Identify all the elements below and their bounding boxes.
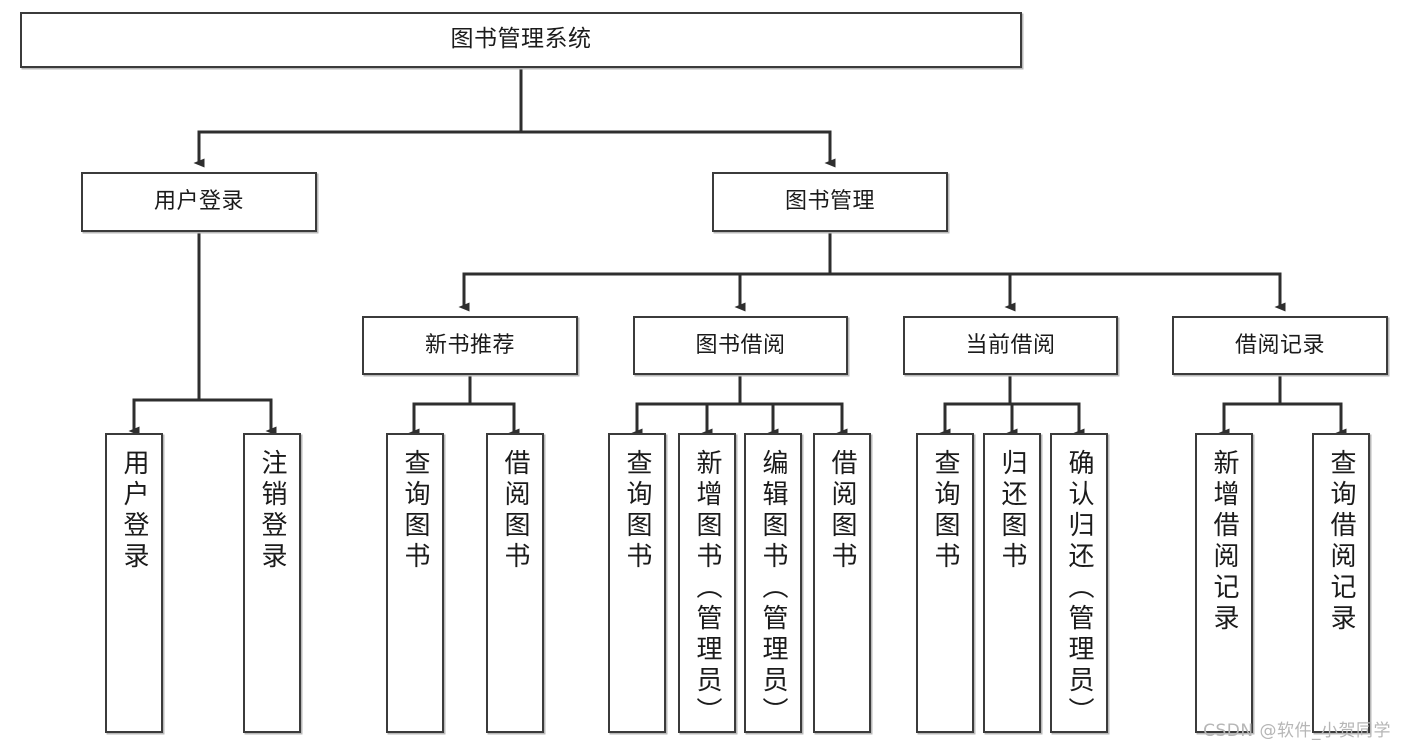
node-current-borrow-label: 当前借阅 — [965, 332, 1056, 358]
leaf-add-record[interactable]: 新增借阅记录 — [1195, 433, 1253, 733]
node-borrow-record[interactable]: 借阅记录 — [1172, 316, 1388, 375]
leaf-borrow-book-1[interactable]: 借阅图书 — [486, 433, 544, 733]
leaf-query-book-1[interactable]: 查询图书 — [386, 433, 444, 733]
leaf-borrow-book-2-label: 借阅图书 — [827, 449, 857, 573]
node-root-label: 图书管理系统 — [450, 26, 592, 53]
leaf-user-logout[interactable]: 注销登录 — [243, 433, 301, 733]
leaf-user-logout-label: 注销登录 — [257, 449, 287, 573]
leaf-add-record-label: 新增借阅记录 — [1209, 449, 1239, 635]
leaf-query-book-2-label: 查询图书 — [622, 449, 652, 573]
leaf-add-book[interactable]: 新增图书（管理员） — [678, 433, 736, 733]
leaf-add-book-label: 新增图书（管理员） — [692, 449, 722, 728]
leaf-query-book-2[interactable]: 查询图书 — [608, 433, 666, 733]
csdn-watermark: CSDN @软件_小贺同学 — [1203, 721, 1391, 741]
leaf-user-login[interactable]: 用户登录 — [105, 433, 163, 733]
leaf-query-book-1-label: 查询图书 — [400, 449, 430, 573]
leaf-borrow-book-2[interactable]: 借阅图书 — [813, 433, 871, 733]
leaf-user-login-label: 用户登录 — [119, 449, 149, 573]
node-book-manage[interactable]: 图书管理 — [712, 172, 948, 232]
leaf-confirm-return[interactable]: 确认归还（管理员） — [1050, 433, 1108, 733]
leaf-edit-book-label: 编辑图书（管理员） — [758, 449, 788, 728]
node-new-book-recommend[interactable]: 新书推荐 — [362, 316, 578, 375]
leaf-edit-book[interactable]: 编辑图书（管理员） — [744, 433, 802, 733]
node-book-borrow-label: 图书借阅 — [695, 332, 786, 358]
leaf-confirm-return-label: 确认归还（管理员） — [1064, 449, 1094, 728]
leaf-query-record-label: 查询借阅记录 — [1326, 449, 1356, 635]
node-borrow-record-label: 借阅记录 — [1234, 332, 1325, 358]
node-root[interactable]: 图书管理系统 — [20, 12, 1022, 68]
node-current-borrow[interactable]: 当前借阅 — [903, 316, 1118, 375]
node-user-login[interactable]: 用户登录 — [81, 172, 317, 232]
node-new-book-recommend-label: 新书推荐 — [424, 332, 515, 358]
leaf-borrow-book-1-label: 借阅图书 — [500, 449, 530, 573]
leaf-query-book-3[interactable]: 查询图书 — [916, 433, 974, 733]
leaf-query-record[interactable]: 查询借阅记录 — [1312, 433, 1370, 733]
node-book-manage-label: 图书管理 — [784, 189, 875, 215]
leaf-return-book-label: 归还图书 — [997, 449, 1027, 573]
node-user-login-label: 用户登录 — [153, 189, 244, 215]
leaf-query-book-3-label: 查询图书 — [930, 449, 960, 573]
node-book-borrow[interactable]: 图书借阅 — [633, 316, 848, 375]
leaf-return-book[interactable]: 归还图书 — [983, 433, 1041, 733]
